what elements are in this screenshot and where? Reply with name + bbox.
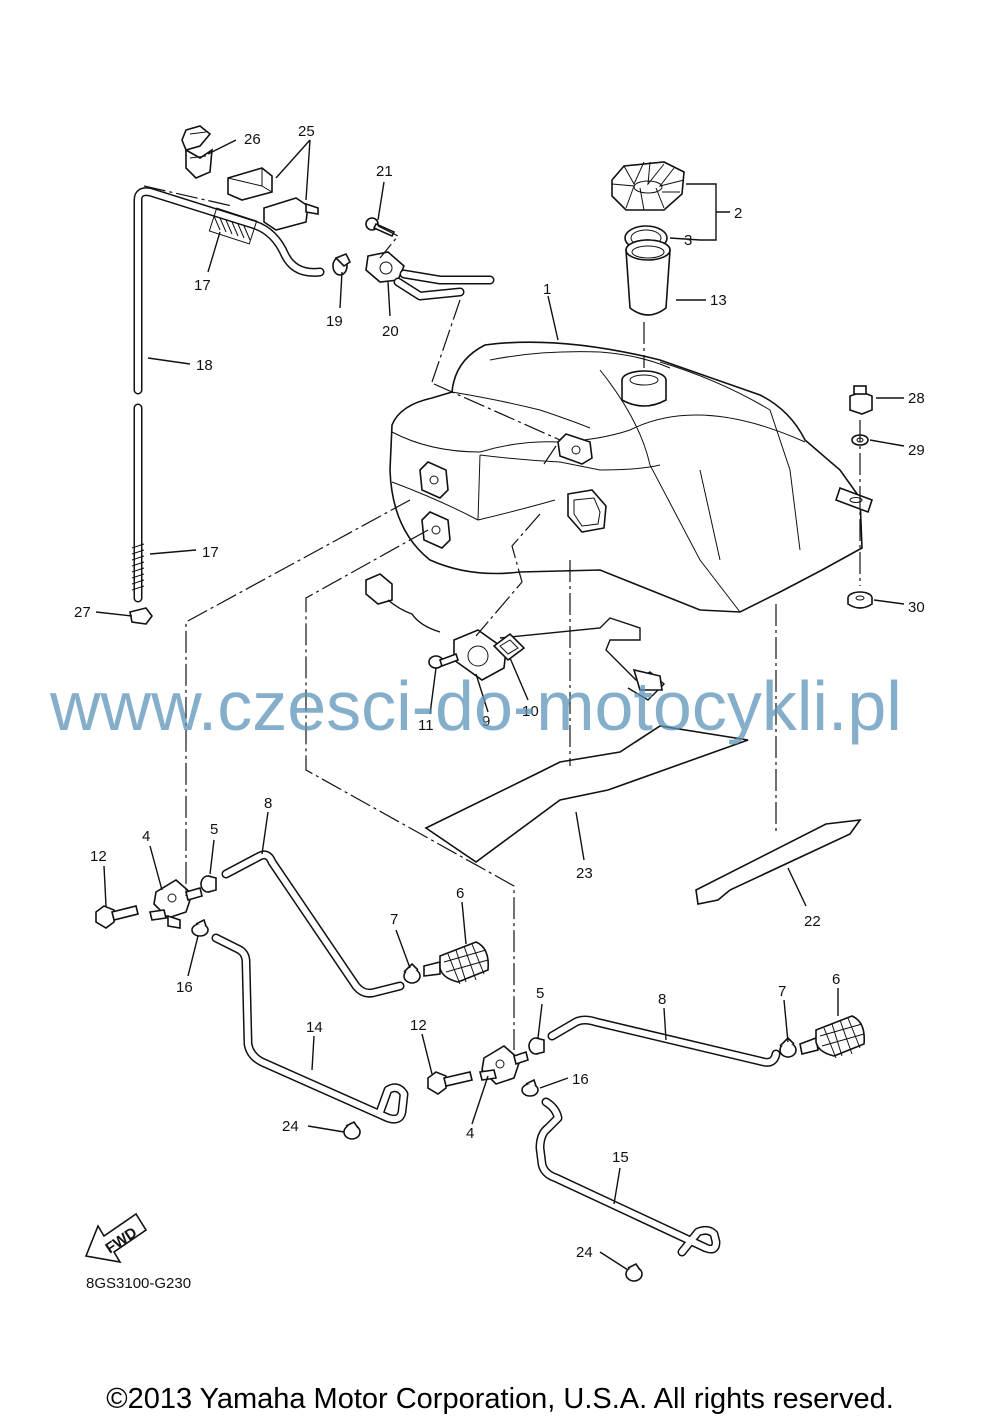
cap-nut[interactable] (849, 385, 873, 415)
label-29: 29 (908, 442, 925, 459)
label-25: 25 (298, 123, 315, 140)
label-17-upper: 17 (194, 277, 211, 294)
label-30: 30 (908, 599, 925, 616)
label-8-right: 8 (658, 991, 666, 1008)
fuel-cock-left[interactable] (149, 879, 203, 929)
label-24-right: 24 (576, 1244, 593, 1261)
fuel-filter-right[interactable] (799, 1015, 866, 1059)
fuel-level-sender[interactable] (365, 573, 666, 701)
damper-strip[interactable] (695, 818, 862, 905)
label-13: 13 (710, 292, 727, 309)
clamp-16-left[interactable] (191, 918, 209, 937)
bolt-12-right[interactable] (427, 1071, 473, 1095)
label-14: 14 (306, 1019, 323, 1036)
screw-21[interactable] (365, 217, 396, 238)
label-18: 18 (196, 357, 213, 374)
label-24-left: 24 (282, 1118, 299, 1135)
label-16-right: 16 (572, 1071, 589, 1088)
fuel-hose-14[interactable] (211, 933, 409, 1124)
label-6-right: 6 (832, 971, 840, 988)
fuel-cap[interactable] (611, 161, 685, 211)
fuel-hose-15[interactable] (535, 1097, 721, 1257)
label-4-left: 4 (142, 828, 150, 845)
diagram-code: 8GS3100-G230 (86, 1275, 191, 1292)
label-1: 1 (543, 281, 551, 298)
label-9: 9 (482, 713, 490, 730)
label-3: 3 (684, 232, 692, 249)
fuel-hose-8-right[interactable] (547, 1015, 781, 1067)
label-19: 19 (326, 313, 343, 330)
clamp-24-left[interactable] (343, 1120, 361, 1140)
breather-hose[interactable] (131, 187, 325, 603)
label-6-left: 6 (456, 885, 464, 902)
seal-5-left[interactable] (200, 875, 217, 893)
label-17-lower: 17 (202, 544, 219, 561)
part-labels: 1 2 3 13 28 29 30 26 25 21 17 19 20 18 1… (74, 123, 925, 1261)
label-11: 11 (418, 717, 434, 734)
fuel-filter-left[interactable] (423, 941, 490, 985)
label-23: 23 (576, 865, 593, 882)
label-7-left: 7 (390, 911, 398, 928)
label-21: 21 (376, 163, 393, 180)
clamp-7-left[interactable] (403, 962, 421, 984)
clamp-7-right[interactable] (779, 1036, 797, 1058)
breather-joint[interactable] (365, 251, 495, 301)
label-7-right: 7 (778, 983, 786, 1000)
assembly-lines (143, 185, 861, 1050)
label-8-left: 8 (264, 795, 272, 812)
label-22: 22 (804, 913, 821, 930)
watermark: www.czesci-do-motocykli.pl (49, 667, 902, 745)
fuel-hose-8-left[interactable] (221, 850, 405, 998)
label-10: 10 (522, 703, 539, 720)
screw-11[interactable] (428, 652, 460, 669)
label-28: 28 (908, 390, 925, 407)
protector-plate[interactable] (424, 725, 749, 863)
clamp-24-right[interactable] (625, 1262, 643, 1282)
label-15: 15 (612, 1149, 629, 1166)
fuel-filler-filter[interactable] (625, 239, 671, 316)
fuel-tank (389, 341, 874, 613)
rubber-damper[interactable] (847, 591, 873, 609)
label-27: 27 (74, 604, 91, 621)
seal-5-right[interactable] (528, 1037, 545, 1055)
label-2: 2 (734, 205, 742, 222)
rollover-valve[interactable] (227, 167, 319, 231)
label-16-left: 16 (176, 979, 193, 996)
label-4-right: 4 (466, 1125, 474, 1142)
sender-gasket[interactable] (492, 632, 526, 662)
bolt-12-left[interactable] (95, 905, 139, 929)
leader-lines (95, 139, 905, 1271)
fuel-cock-right[interactable] (479, 1045, 529, 1085)
label-5-right: 5 (536, 985, 544, 1002)
clamp-16-right[interactable] (521, 1078, 539, 1097)
forward-arrow-icon: FWD (84, 1212, 148, 1264)
label-20: 20 (382, 323, 399, 340)
label-12-right: 12 (410, 1017, 427, 1034)
hose-clip-upper[interactable] (181, 125, 213, 179)
label-12-left: 12 (90, 848, 107, 865)
hose-clamp-19[interactable] (332, 252, 352, 276)
copyright-notice: ©2013 Yamaha Motor Corporation, U.S.A. A… (106, 1383, 894, 1415)
label-5-left: 5 (210, 821, 218, 838)
label-26: 26 (244, 131, 261, 148)
tube-end-clip[interactable] (129, 607, 153, 625)
